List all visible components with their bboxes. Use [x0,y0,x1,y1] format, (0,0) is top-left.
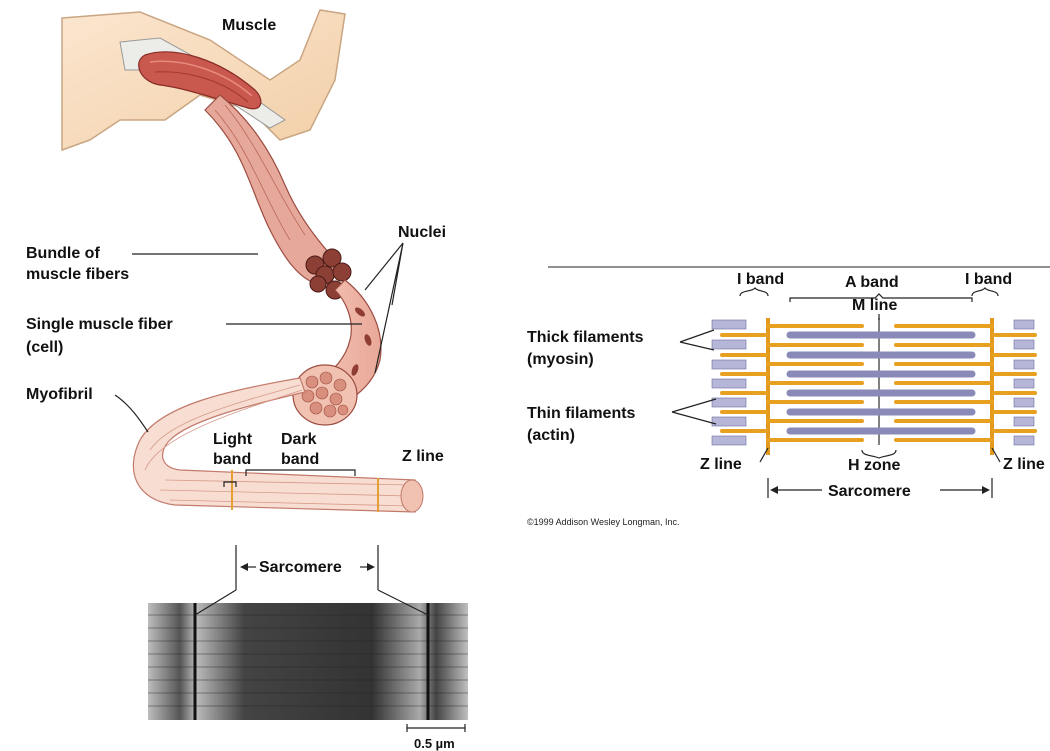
label-nuclei: Nuclei [398,224,446,241]
label-thin-filaments-line2: (actin) [527,427,575,444]
label-dark-band-line1: Dark [281,431,317,448]
label-dark-band-line2: band [281,451,319,468]
label-i-band-left: I band [737,271,784,288]
label-single-fiber-line2: (cell) [26,339,63,356]
label-single-fiber-line1: Single muscle fiber [26,316,173,333]
copyright-notice: ©1999 Addison Wesley Longman, Inc. [527,517,680,527]
label-z-line-right: Z line [1003,456,1045,473]
label-sarcomere-left-fig: Sarcomere [259,559,342,576]
label-thick-filaments-line1: Thick filaments [527,329,644,346]
label-thick-filaments-line2: (myosin) [527,351,594,368]
micrograph [148,603,468,720]
label-thin-filaments-line1: Thin filaments [527,405,636,422]
myofibril-tube [133,378,423,512]
label-bundle-line2: muscle fibers [26,266,129,283]
arm-illustration [62,10,345,150]
single-fiber [293,280,381,425]
label-light-band-line2: band [213,451,251,468]
label-z-line-left: Z line [700,456,742,473]
label-i-band-right: I band [965,271,1012,288]
label-sarcomere-right-fig: Sarcomere [828,483,911,500]
label-a-band: A band [845,274,899,291]
label-m-line: M line [852,297,897,314]
label-scale-bar: 0.5 µm [414,736,455,751]
label-h-zone: H zone [848,457,901,474]
label-bundle-line1: Bundle of [26,245,100,262]
sarcomere-diagram [712,318,1035,455]
label-myofibril: Myofibril [26,386,93,403]
label-muscle: Muscle [222,17,276,34]
label-light-band-line1: Light [213,431,253,448]
label-z-line-left-fig: Z line [402,448,444,465]
